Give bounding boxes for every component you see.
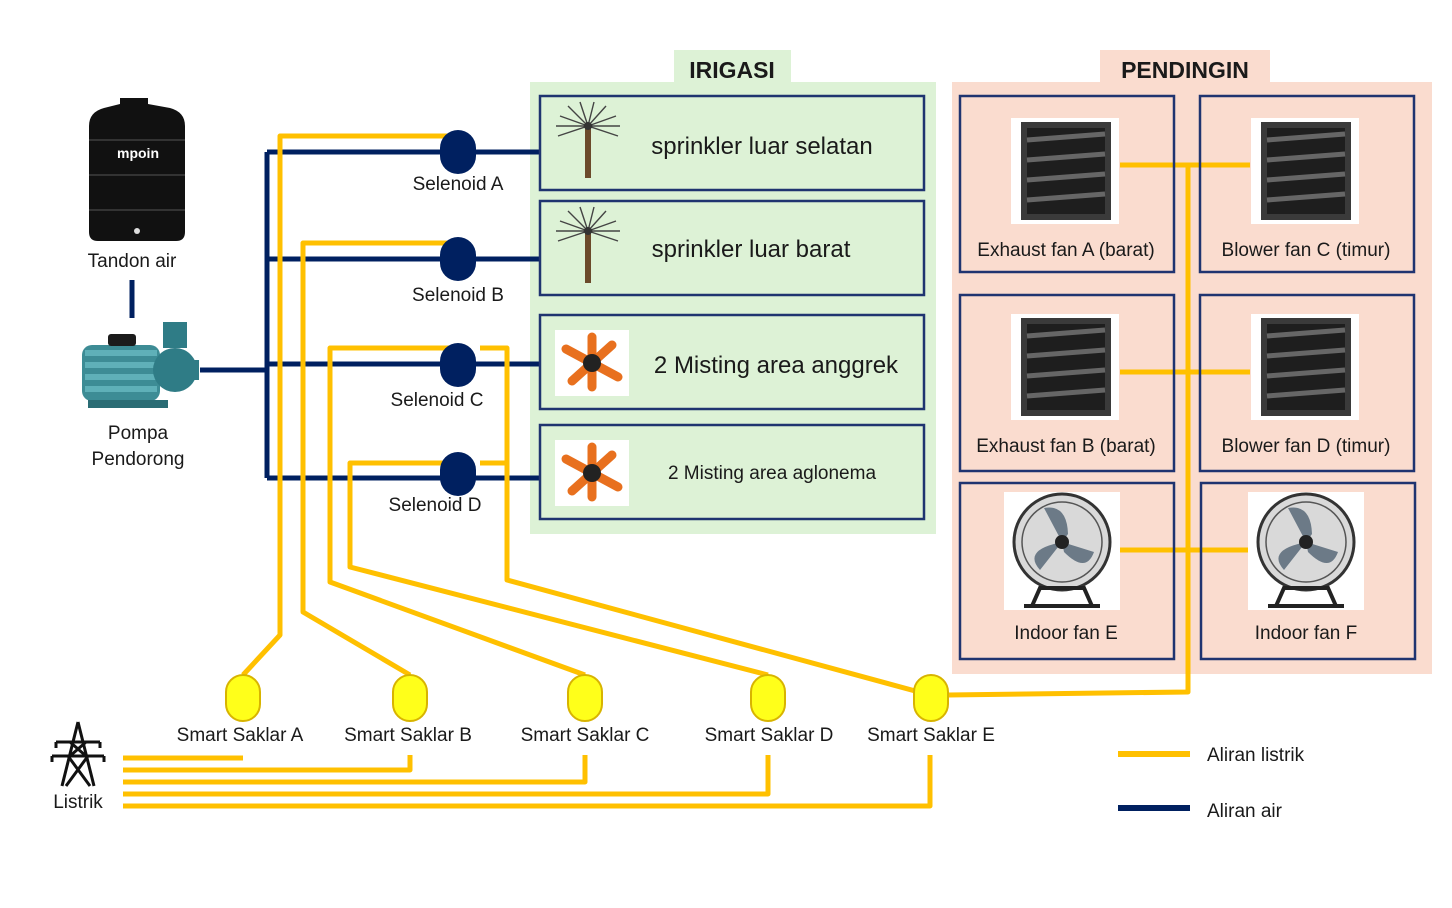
irigasi-item-label: sprinkler luar barat xyxy=(652,236,851,263)
legend-item-electric: Aliran listrik xyxy=(1118,745,1305,766)
exhaust-fan-icon xyxy=(1251,118,1359,224)
exhaust-fan-icon xyxy=(1011,118,1119,224)
pendingin-box-1: Exhaust fan A (barat) xyxy=(958,94,1176,274)
solenoid-label: Selenoid D xyxy=(389,495,482,516)
smart-switch-d: Smart Saklar D xyxy=(705,674,834,746)
pendingin-box-2: Blower fan C (timur) xyxy=(1198,94,1416,274)
smart-switch-a: Smart Saklar A xyxy=(177,674,304,746)
irigasi-box-3: 2 Misting area anggrek xyxy=(538,313,926,411)
pendingin-box-6: Indoor fan F xyxy=(1199,481,1417,661)
smart-switch-label: Smart Saklar D xyxy=(705,725,834,746)
electric-lines xyxy=(123,133,1250,809)
pump-label-line2: Pendorong xyxy=(92,449,185,470)
standing-fan-icon xyxy=(1004,492,1120,610)
smart-switch-label: Smart Saklar A xyxy=(177,725,304,746)
legend-label: Aliran air xyxy=(1207,801,1283,822)
pump-label-line1: Pompa xyxy=(108,423,169,444)
tank-brand: mpoin xyxy=(117,145,159,161)
exhaust-fan-icon xyxy=(1011,314,1119,420)
exhaust-fan-icon xyxy=(1251,314,1359,420)
irigasi-box-2: sprinkler luar barat xyxy=(538,199,926,297)
smart-switch-c: Smart Saklar C xyxy=(521,674,650,746)
pendingin-title: PENDINGIN xyxy=(1121,57,1249,83)
solenoid-label: Selenoid A xyxy=(413,174,504,195)
legend: Aliran listrik Aliran air xyxy=(1118,745,1305,822)
water-tank: mpoin Tandon air xyxy=(88,98,185,272)
pendingin-item-label: Blower fan C (timur) xyxy=(1222,240,1391,261)
power-tower-icon xyxy=(50,721,106,787)
mist-nozzle-icon xyxy=(555,440,629,506)
tank-label: Tandon air xyxy=(88,251,177,272)
sprinkler-icon xyxy=(556,101,620,178)
irigasi-item-label: 2 Misting area anggrek xyxy=(654,352,899,379)
pendingin-item-label: Exhaust fan A (barat) xyxy=(977,240,1154,261)
solenoid-b: Selenoid B xyxy=(412,237,504,306)
solenoid-group: Selenoid A Selenoid B Selenoid C Selenoi… xyxy=(389,130,504,516)
smart-switch-label: Smart Saklar C xyxy=(521,725,650,746)
irigasi-box-1: sprinkler luar selatan xyxy=(538,94,926,192)
smart-switch-label: Smart Saklar E xyxy=(867,725,995,746)
power-source: Listrik xyxy=(50,721,106,813)
sprinkler-icon xyxy=(556,206,620,283)
pump: Pompa Pendorong xyxy=(82,322,199,470)
irigasi-title: IRIGASI xyxy=(689,57,775,83)
pendingin-item-label: Indoor fan F xyxy=(1255,623,1357,644)
solenoid-label: Selenoid B xyxy=(412,285,504,306)
legend-item-water: Aliran air xyxy=(1118,801,1283,822)
pendingin-box-5: Indoor fan E xyxy=(958,481,1176,661)
solenoid-label: Selenoid C xyxy=(391,390,484,411)
solenoid-a: Selenoid A xyxy=(413,130,504,195)
legend-label: Aliran listrik xyxy=(1207,745,1305,766)
smart-switch-group: Smart Saklar A Smart Saklar B Smart Sakl… xyxy=(177,674,995,746)
standing-fan-icon xyxy=(1248,492,1364,610)
pendingin-item-label: Indoor fan E xyxy=(1014,623,1118,644)
pump-icon xyxy=(82,322,199,408)
smart-switch-e: Smart Saklar E xyxy=(867,674,995,746)
smart-switch-label: Smart Saklar B xyxy=(344,725,472,746)
pendingin-item-label: Exhaust fan B (barat) xyxy=(976,436,1156,457)
water-tank-icon xyxy=(89,98,185,241)
pendingin-box-3: Exhaust fan B (barat) xyxy=(958,293,1176,473)
irigasi-item-label: sprinkler luar selatan xyxy=(651,133,872,160)
solenoid-d: Selenoid D xyxy=(389,452,482,516)
smart-switch-b: Smart Saklar B xyxy=(344,674,472,746)
pendingin-item-label: Blower fan D (timur) xyxy=(1222,436,1391,457)
solenoid-c: Selenoid C xyxy=(391,343,484,411)
irigasi-item-label: 2 Misting area aglonema xyxy=(668,463,876,484)
power-label: Listrik xyxy=(53,792,103,813)
water-lines xyxy=(129,149,540,481)
pendingin-box-4: Blower fan D (timur) xyxy=(1198,293,1416,473)
mist-nozzle-icon xyxy=(555,330,629,396)
irigasi-box-4: 2 Misting area aglonema xyxy=(538,423,926,521)
